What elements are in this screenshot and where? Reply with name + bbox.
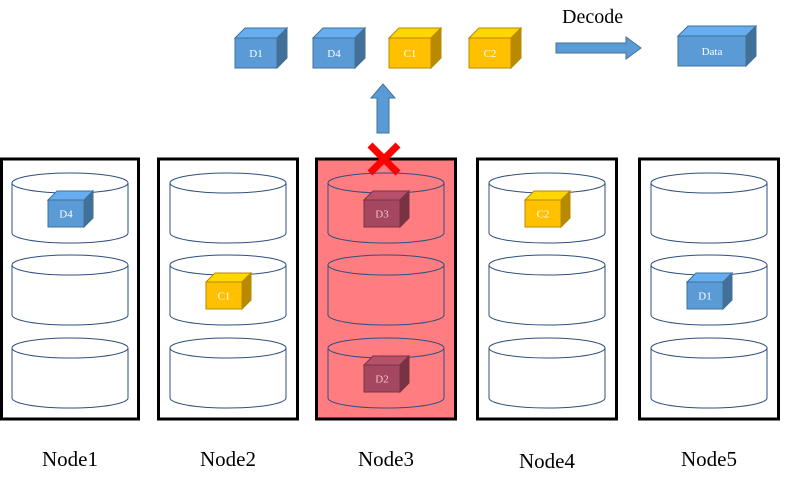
disk-2 [327,254,445,326]
block-d2: D2 [362,354,411,394]
block-d4: D4 [46,189,95,229]
disk-3 [488,337,606,409]
node-label: Node2 [200,447,256,471]
block-d1-label: D1 [698,291,711,303]
collected-block-c1-label: C1 [404,48,417,60]
decode-arrow-icon [555,36,642,60]
node-5: D1 [638,157,780,421]
output-data-block: Data [676,24,758,68]
node-label: Node3 [358,447,414,471]
node-1: D4 [0,157,140,421]
block-c1: C1 [204,271,253,311]
collected-block-c1: C1 [387,26,443,70]
failure-x-icon [367,142,401,176]
block-d2-label: D2 [375,374,388,386]
collected-block-d1-label: D1 [249,48,262,60]
disk-2 [488,254,606,326]
node-4: C2 [476,157,618,421]
disk-1 [650,172,768,244]
node-2: C1 [157,157,299,421]
node-label: Node1 [42,447,98,471]
disk-3 [650,337,768,409]
disk-2 [11,254,129,326]
node-label: Node5 [681,447,737,471]
block-d1: D1 [685,271,734,311]
collected-block-c2-label: C2 [484,48,497,60]
up-arrow-icon [369,83,397,134]
block-c1-label: C1 [218,291,231,303]
disk-1 [169,172,287,244]
collected-block-d4-label: D4 [327,48,341,60]
node-label: Node4 [519,449,575,473]
decode-label: Decode [562,6,624,28]
disk-3 [169,337,287,409]
block-d3: D3 [362,189,411,229]
block-c2: C2 [523,189,572,229]
collected-block-c2: C2 [467,26,523,70]
block-c2-label: C2 [537,209,550,221]
output-data-block-label: Data [702,46,723,58]
block-d4-label: D4 [59,209,73,221]
disk-3 [11,337,129,409]
collected-block-d4: D4 [311,26,367,70]
collected-block-d1: D1 [233,26,289,70]
block-d3-label: D3 [375,209,389,221]
decode-row: D1 D4 C1 C2 Data [233,24,758,134]
